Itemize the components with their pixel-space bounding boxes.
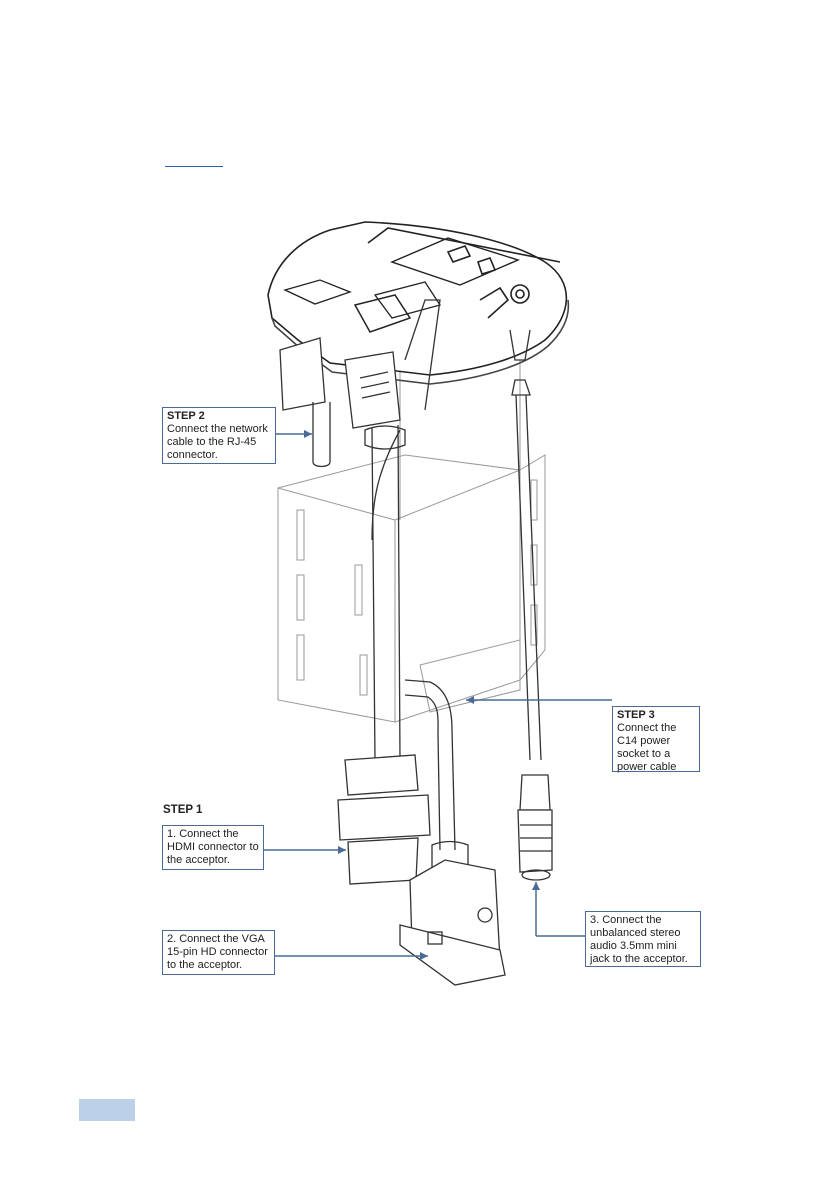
step3-title: STEP 3 — [617, 709, 695, 722]
step1-hdmi-callout: 1. Connect the HDMI connector to the acc… — [162, 825, 264, 870]
step2-text: Connect the network cable to the RJ-45 c… — [167, 423, 268, 461]
page-number-tab — [79, 1099, 135, 1121]
step3-callout: STEP 3 Connect the C14 power socket to a… — [612, 706, 700, 772]
step1-vga-text: 2. Connect the VGA 15-pin HD connector t… — [167, 933, 268, 971]
step2-callout: STEP 2 Connect the network cable to the … — [162, 407, 276, 464]
step1-audio-text: 3. Connect the unbalanced stereo audio 3… — [590, 914, 688, 965]
step1-audio-callout: 3. Connect the unbalanced stereo audio 3… — [585, 911, 701, 967]
rear-housing — [278, 360, 545, 722]
step2-title: STEP 2 — [167, 410, 271, 423]
step1-title: STEP 1 — [163, 804, 202, 816]
step1-hdmi-text: 1. Connect the HDMI connector to the acc… — [167, 828, 259, 866]
hdmi-cable — [338, 352, 430, 884]
step1-vga-callout: 2. Connect the VGA 15-pin HD connector t… — [162, 930, 275, 975]
step3-text: Connect the C14 power socket to a power … — [617, 722, 676, 773]
